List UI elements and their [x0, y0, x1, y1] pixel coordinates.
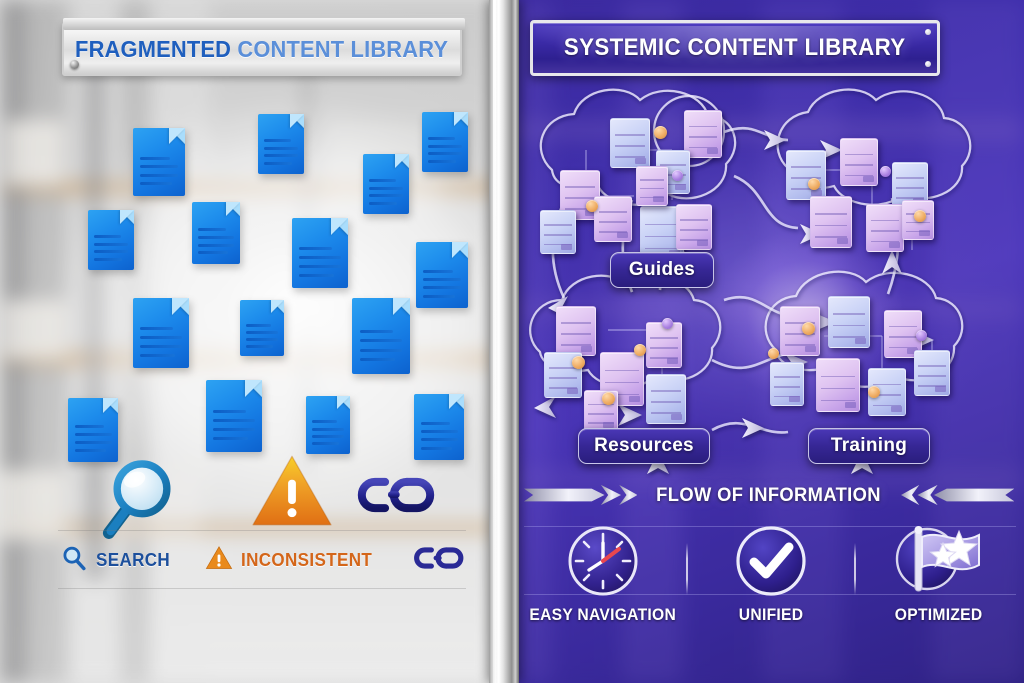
document-icon	[422, 112, 468, 172]
cluster-label-guides[interactable]: Guides	[610, 252, 714, 288]
document-icon	[258, 114, 304, 174]
flag-stars-icon	[895, 526, 980, 592]
content-card	[786, 150, 826, 200]
content-card	[684, 110, 722, 158]
check-circle-icon	[736, 526, 806, 596]
document-icon	[240, 300, 284, 356]
left-feature-legend: SEARCH INCONSISTENT	[60, 535, 464, 585]
content-card	[636, 166, 668, 206]
cluster-label-resources-text: Resources	[594, 435, 694, 456]
left-page-title: FRAGMENTED CONTENT LIBRARY	[75, 36, 448, 63]
warning-triangle-icon	[205, 545, 233, 576]
benefit-label-optimized: OPTIMIZED	[895, 605, 983, 624]
plate-screw-icon	[70, 60, 79, 69]
content-card	[868, 368, 906, 416]
benefits-divider-2	[854, 543, 856, 595]
cluster-label-training[interactable]: Training	[808, 428, 930, 464]
left-title-emphasis: FRAGMENTED	[75, 35, 232, 62]
document-icon	[68, 398, 118, 462]
arrow-left-icon	[900, 484, 1014, 506]
content-card	[610, 118, 650, 168]
content-card	[810, 196, 852, 248]
benefit-unified[interactable]: UNIFIED	[696, 525, 846, 625]
legend-label-inconsistent: INCONSISTENT	[241, 549, 373, 570]
left-title-rest: CONTENT LIBRARY	[237, 35, 449, 62]
benefit-easy-navigation[interactable]: EASY NAVIGATION	[528, 525, 678, 625]
broken-chain-icon-large	[356, 472, 436, 518]
arrow-right-icon	[524, 484, 638, 506]
right-page-title: SYSTEMIC CONTENT LIBRARY	[564, 34, 906, 61]
document-icon	[414, 394, 464, 460]
content-card	[560, 170, 600, 220]
clock-icon	[568, 526, 638, 596]
right-benefits-row: EASY NAVIGATION UNIFIED	[524, 525, 1018, 635]
content-card	[646, 374, 686, 424]
cluster-label-training-text: Training	[830, 435, 908, 456]
document-icon	[133, 298, 189, 368]
right-title-plate: SYSTEMIC CONTENT LIBRARY	[530, 20, 940, 76]
benefit-optimized[interactable]: OPTIMIZED	[864, 525, 1014, 625]
content-card	[594, 196, 632, 242]
document-icon	[88, 210, 134, 270]
plate-rivet-icon	[925, 29, 931, 35]
left-title-plate: FRAGMENTED CONTENT LIBRARY	[62, 18, 465, 76]
left-panel-fragmented: SEARCH INCONSISTENT	[0, 0, 496, 683]
document-icon	[292, 218, 348, 288]
magnifier-icon	[60, 544, 88, 577]
content-card	[676, 204, 712, 250]
cluster-label-guides-text: Guides	[628, 259, 696, 280]
flow-banner-text: FLOW OF INFORMATION	[656, 483, 882, 506]
content-card	[866, 204, 904, 252]
document-icon	[306, 396, 350, 454]
document-icon	[133, 128, 185, 196]
legend-item-search[interactable]: SEARCH	[60, 544, 177, 577]
content-card	[914, 350, 950, 396]
panel-divider	[489, 0, 519, 683]
content-card	[540, 210, 576, 254]
document-icon	[363, 154, 409, 214]
broken-chain-icon	[412, 544, 464, 577]
benefit-label-easy-navigation: EASY NAVIGATION	[529, 605, 677, 624]
document-icon	[206, 380, 262, 452]
connector-dots-group	[512, 0, 1024, 683]
content-card	[770, 362, 804, 406]
document-icon	[416, 242, 468, 308]
flow-of-information-banner: FLOW OF INFORMATION	[524, 478, 1014, 512]
content-card	[828, 296, 870, 348]
scattered-documents-group	[0, 0, 496, 683]
benefits-divider-1	[686, 543, 688, 595]
document-icon	[192, 202, 240, 264]
warning-triangle-icon-large	[248, 452, 336, 530]
content-card	[816, 358, 860, 412]
content-card	[840, 138, 878, 186]
magnifier-icon-large	[96, 452, 188, 544]
legend-item-inconsistent[interactable]: INCONSISTENT	[205, 545, 384, 576]
cluster-label-resources[interactable]: Resources	[578, 428, 710, 464]
legend-item-broken-link[interactable]	[412, 544, 464, 577]
legend-label-search: SEARCH	[96, 549, 171, 570]
document-icon	[352, 298, 410, 374]
plate-rivet-icon-2	[925, 61, 931, 67]
benefit-label-unified: UNIFIED	[738, 605, 804, 624]
